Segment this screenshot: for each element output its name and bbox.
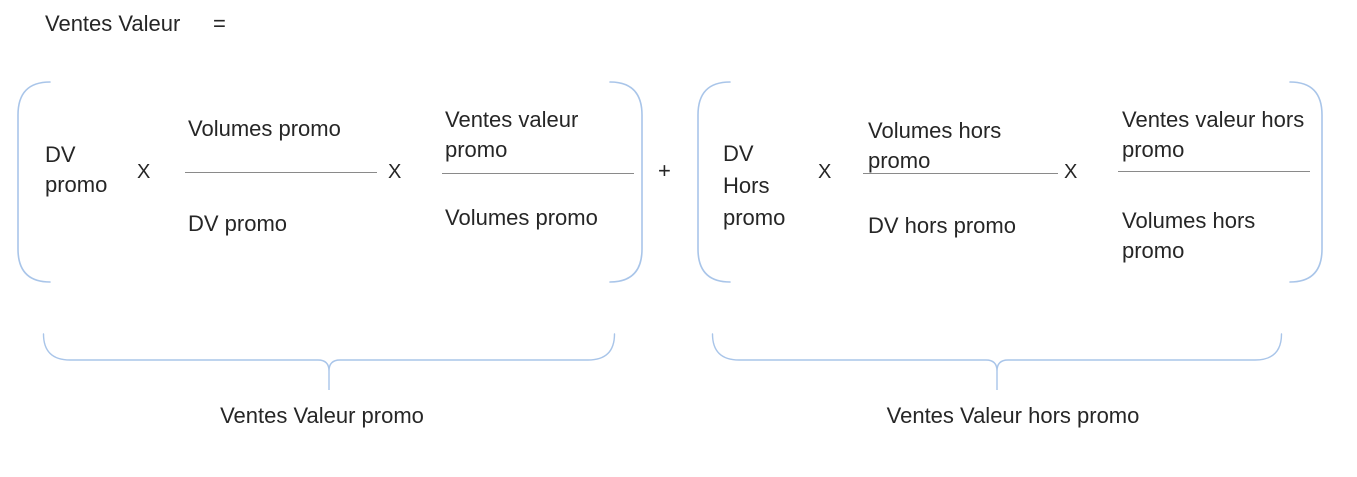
- fraction1-denominator: DV promo: [188, 211, 288, 236]
- open-paren-icon: [17, 81, 51, 283]
- fraction4-denominator: Volumes hors promo: [1122, 208, 1256, 263]
- formula-title: Ventes Valeur: [45, 11, 181, 36]
- brace-hors-promo-icon: [711, 333, 1283, 390]
- times-sign-2: X: [388, 161, 402, 183]
- fraction2-numerator: Ventes valeur promo: [445, 107, 579, 162]
- factor-dv-promo: DV promo: [45, 142, 108, 197]
- fraction3-bar: [863, 173, 1058, 174]
- fraction1-numerator: Volumes promo: [188, 116, 341, 141]
- brace-promo-icon: [42, 333, 616, 390]
- fraction3-numerator: Volumes hors promo: [868, 118, 1002, 173]
- fraction4-bar: [1118, 171, 1310, 172]
- times-sign-4: X: [1064, 161, 1078, 183]
- open-paren-hors-icon: [697, 81, 731, 283]
- brace-label-promo: Ventes Valeur promo: [220, 403, 424, 428]
- close-paren-icon: [609, 81, 643, 283]
- close-paren-hors-icon: [1289, 81, 1323, 283]
- brace-label-hors-promo: Ventes Valeur hors promo: [886, 403, 1140, 428]
- fraction1-bar: [185, 172, 377, 173]
- times-sign-1: X: [137, 161, 151, 183]
- fraction3-denominator: DV hors promo: [868, 213, 1016, 238]
- times-sign-3: X: [818, 161, 832, 183]
- fraction2-denominator: Volumes promo: [445, 205, 598, 230]
- fraction2-bar: [442, 173, 634, 174]
- equals-sign: =: [213, 11, 226, 36]
- plus-sign: +: [658, 158, 671, 183]
- fraction4-numerator: Ventes valeur hors promo: [1122, 107, 1305, 162]
- factor-dv-hors-promo: DV Hors promo: [723, 141, 786, 230]
